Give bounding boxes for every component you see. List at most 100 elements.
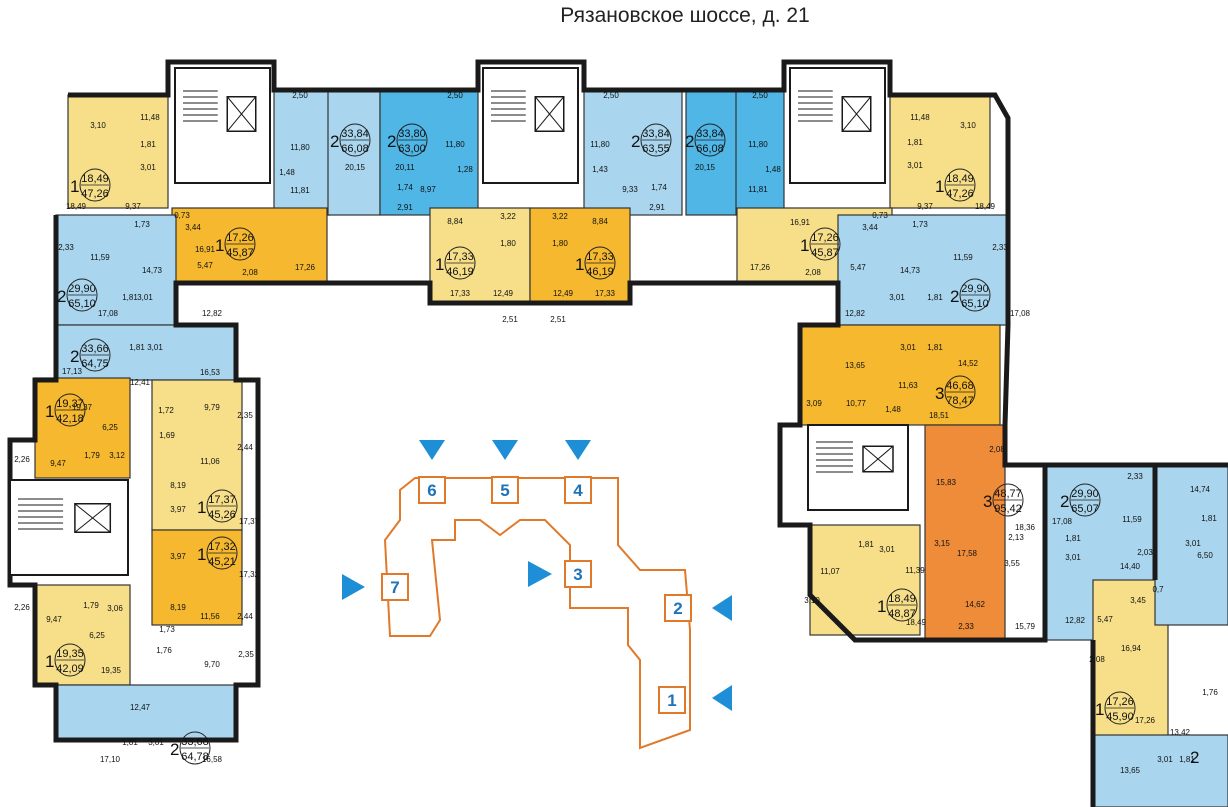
living-area: 46,68 <box>946 380 974 392</box>
room-area: 3,22 <box>552 212 568 221</box>
room-area: 2,50 <box>447 91 463 100</box>
room-area: 11,81 <box>748 185 768 194</box>
room-count: 2 <box>950 287 959 306</box>
room-area: 11,63 <box>898 381 918 390</box>
room-count: 2 <box>330 132 339 151</box>
room-area: 20,11 <box>395 163 415 172</box>
key-plan-section-6: 6 <box>418 476 446 504</box>
living-area: 19,37 <box>56 398 84 410</box>
room-area: 8,84 <box>592 217 608 226</box>
room-area: 2,33 <box>958 622 974 631</box>
room-area: 3,97 <box>170 505 186 514</box>
room-area: 11,59 <box>953 253 973 262</box>
room-area: 9,79 <box>204 403 220 412</box>
room-area: 13,65 <box>845 361 866 370</box>
room-area: 1,80 <box>500 239 516 248</box>
room-area: 0,7 <box>1152 585 1164 594</box>
room-area: 0,73 <box>174 211 190 220</box>
room-count: 2 <box>631 132 640 151</box>
total-area: 45,90 <box>1106 711 1134 723</box>
room-area: 12,82 <box>1065 616 1086 625</box>
room-area: 16,94 <box>1121 644 1142 653</box>
section-number: 7 <box>390 578 399 597</box>
room-area: 3,01 <box>889 293 905 302</box>
room-area: 12,82 <box>845 309 866 318</box>
room-count: 2 <box>387 132 396 151</box>
apartment-a3 <box>379 89 479 216</box>
room-area: 6,25 <box>89 631 105 640</box>
room-area: 14,52 <box>958 359 979 368</box>
room-area: 3,01 <box>900 343 916 352</box>
room-area: 1,81 <box>1065 534 1081 543</box>
room-area: 3,01 <box>1157 755 1173 764</box>
living-area: 17,33 <box>446 251 474 263</box>
section-number: 3 <box>573 565 582 584</box>
living-area: 17,33 <box>586 251 614 263</box>
room-area: 18,49 <box>906 618 927 627</box>
section-number: 5 <box>500 481 509 500</box>
view-arrow-icon <box>342 574 365 600</box>
total-area: 64,78 <box>181 751 209 763</box>
living-area: 33,84 <box>341 128 369 140</box>
room-area: 3,12 <box>109 451 125 460</box>
room-area: 17,32 <box>239 570 260 579</box>
room-area: 2,26 <box>14 455 30 464</box>
room-count: 1 <box>215 236 224 255</box>
room-area: 3,01 <box>140 163 156 172</box>
section-number: 2 <box>673 599 682 618</box>
room-count: 1 <box>70 177 79 196</box>
room-area: 1,48 <box>885 405 901 414</box>
room-area: 1,76 <box>156 646 172 655</box>
room-area: 9,47 <box>46 615 62 624</box>
room-area: 17,08 <box>1010 309 1031 318</box>
room-area: 8,19 <box>170 603 186 612</box>
room-area: 3,97 <box>170 552 186 561</box>
room-area: 3,22 <box>500 212 516 221</box>
room-area: 1,81 <box>122 293 138 302</box>
room-count: 1 <box>1095 700 1104 719</box>
room-area: 14,40 <box>1120 562 1141 571</box>
living-area: 29,90 <box>1071 488 1099 500</box>
room-area: 14,74 <box>1190 485 1211 494</box>
room-area: 1,48 <box>279 168 295 177</box>
room-area: 18,36 <box>1015 523 1036 532</box>
total-area: 46,19 <box>446 266 474 278</box>
room-area: 3,01 <box>137 293 153 302</box>
room-area: 1,81 <box>129 343 145 352</box>
total-area: 45,87 <box>811 247 839 259</box>
room-area: 10,77 <box>846 399 867 408</box>
room-area: 3,01 <box>147 343 163 352</box>
room-area: 2,33 <box>992 243 1008 252</box>
room-area: 2,35 <box>237 411 253 420</box>
room-area: 3,06 <box>107 604 123 613</box>
room-area: 19,37 <box>72 403 93 412</box>
room-area: 12,49 <box>493 289 514 298</box>
total-area: 65,10 <box>961 298 989 310</box>
apartment-a12 <box>837 214 1009 326</box>
room-area: 11,07 <box>820 567 840 576</box>
room-area: 6,25 <box>102 423 118 432</box>
room-area: 12,47 <box>130 703 151 712</box>
room-count: 1 <box>800 236 809 255</box>
room-area: 2,26 <box>14 603 30 612</box>
walls <box>7 59 1228 807</box>
apartment-fills <box>34 89 1228 807</box>
room-count: 2 <box>70 347 79 366</box>
room-area: 20,15 <box>345 163 366 172</box>
room-area: 11,80 <box>290 143 310 152</box>
living-area: 33,80 <box>398 128 426 140</box>
living-area: 18,49 <box>81 173 109 185</box>
room-area: 2,08 <box>1089 655 1105 664</box>
room-area: 3,09 <box>806 399 822 408</box>
room-area: 16,53 <box>200 368 221 377</box>
room-area: 1,81 <box>140 140 156 149</box>
room-area: 1,74 <box>397 183 413 192</box>
